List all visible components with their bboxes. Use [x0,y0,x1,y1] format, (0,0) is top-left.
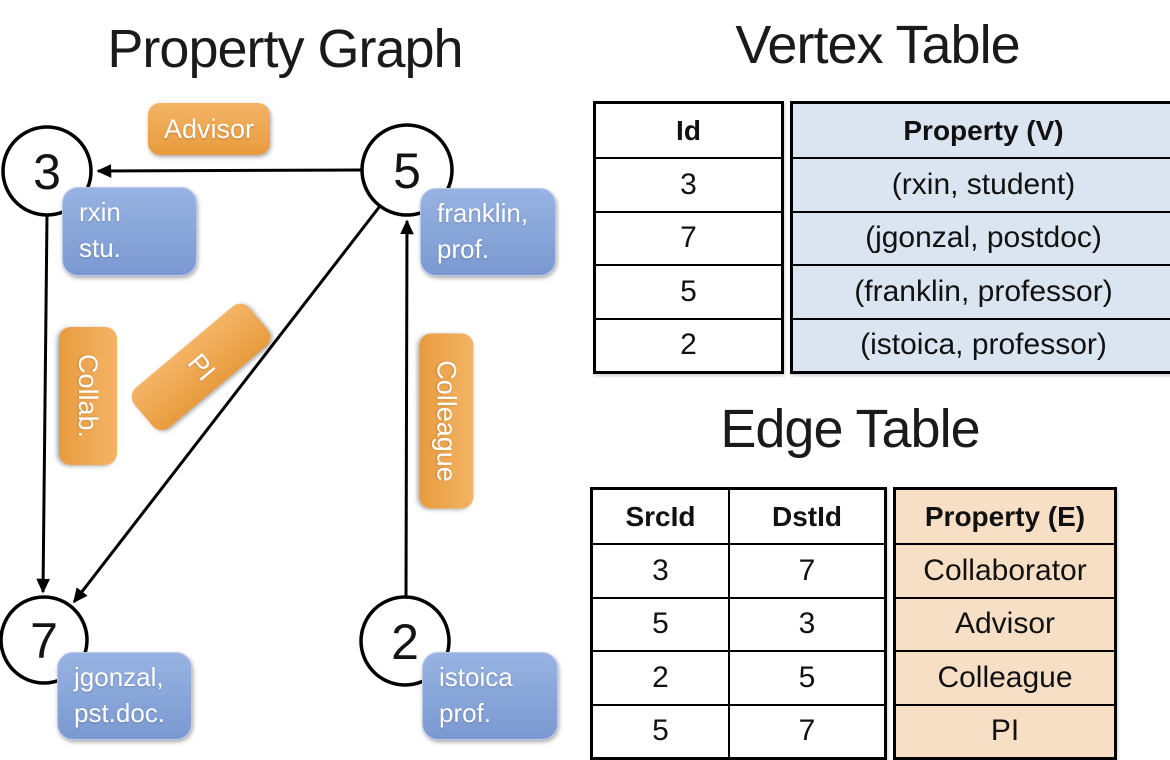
table-cell: (franklin, professor) [793,264,1170,317]
table-cell: Collaborator [896,543,1114,596]
table-cell: 7 [596,210,781,264]
table-cell: 5 [728,652,884,704]
edge-table-src-dst-columns: SrcId DstId 3 7 5 3 2 5 5 7 [590,487,887,760]
table-row: 5 7 [593,703,884,757]
node-property-line: franklin, [437,198,529,228]
edge-label-collab-text: Collab. [73,353,104,439]
vertex-table-property-column: Property (V) (rxin, student) (jgonzal, p… [790,101,1170,374]
edge-table: SrcId DstId 3 7 5 3 2 5 5 7 Property (E)… [590,487,1117,760]
edge-colleague-2-to-5 [400,219,414,598]
table-cell: (istoica, professor) [793,317,1170,371]
table-cell: 3 [652,554,669,588]
node-property-box-2: istoica prof. [422,652,558,740]
table-cell: Colleague [896,650,1114,703]
node-property-line: prof. [437,234,490,265]
column-header-dstid: DstId [728,490,884,544]
node-property-box-5: franklin, prof. [420,188,556,276]
table-cell: 5 [596,264,781,317]
node-id-2: 2 [391,614,419,670]
node-property-line: jgonzal, [74,662,164,692]
edge-label-advisor: Advisor [148,103,270,155]
edge-pi-5-to-7 [72,205,382,604]
edge-advisor-5-to-3 [96,164,363,178]
edge-label-pi-text: PI [181,347,222,387]
node-property-line: prof. [439,698,492,729]
edge-label-colleague-text: Colleague [432,360,462,482]
edge-collab-3-to-7 [36,214,51,594]
table-cell: Advisor [896,596,1114,650]
table-cell: 2 [652,660,669,694]
column-header-srcid: SrcId [625,500,696,532]
node-id-7: 7 [30,613,58,669]
column-header-property-e: Property (E) [924,500,1086,532]
table-cell: 7 [728,545,884,597]
table-row: SrcId DstId [593,490,884,544]
column-header-id: Id [676,114,701,146]
table-cell: 5 [652,714,669,748]
table-cell: (rxin, student) [793,157,1170,210]
vertex-table-title: Vertex Table [735,15,1020,75]
node-id-3: 3 [33,144,61,200]
table-cell: 5 [652,607,669,641]
node-property-line: rxin [79,197,121,227]
node-property-box-3: rxin stu. [62,187,197,276]
table-row: 2 5 [593,650,884,704]
table-cell: (jgonzal, postdoc) [793,210,1170,264]
table-cell: PI [896,703,1114,757]
table-row: 5 3 [593,596,884,651]
edge-table-property-column: Property (E) Collaborator Advisor Collea… [893,487,1117,760]
vertex-table-id-column: Id 3 7 5 2 [593,101,784,374]
vertex-table: Id 3 7 5 2 Property (V) (rxin, student) … [593,101,1170,374]
table-cell: 7 [728,705,884,757]
table-cell: 3 [728,598,884,651]
table-row: 3 7 [593,543,884,597]
node-id-5: 5 [393,143,421,199]
node-property-box-7: jgonzal, pst.doc. [57,652,192,740]
property-graph-title: Property Graph [107,19,463,79]
table-cell: 3 [596,157,781,210]
node-property-line: pst.doc. [74,698,166,729]
edge-label-advisor-text: Advisor [163,113,255,144]
edge-label-collab: Collab. [59,327,117,465]
edge-table-title: Edge Table [720,399,980,459]
edge-label-colleague: Colleague [419,333,474,509]
column-header-property-v: Property (V) [903,114,1064,146]
table-cell: 2 [596,317,781,371]
node-property-line: stu. [79,233,121,264]
node-property-line: istoica [439,662,513,692]
